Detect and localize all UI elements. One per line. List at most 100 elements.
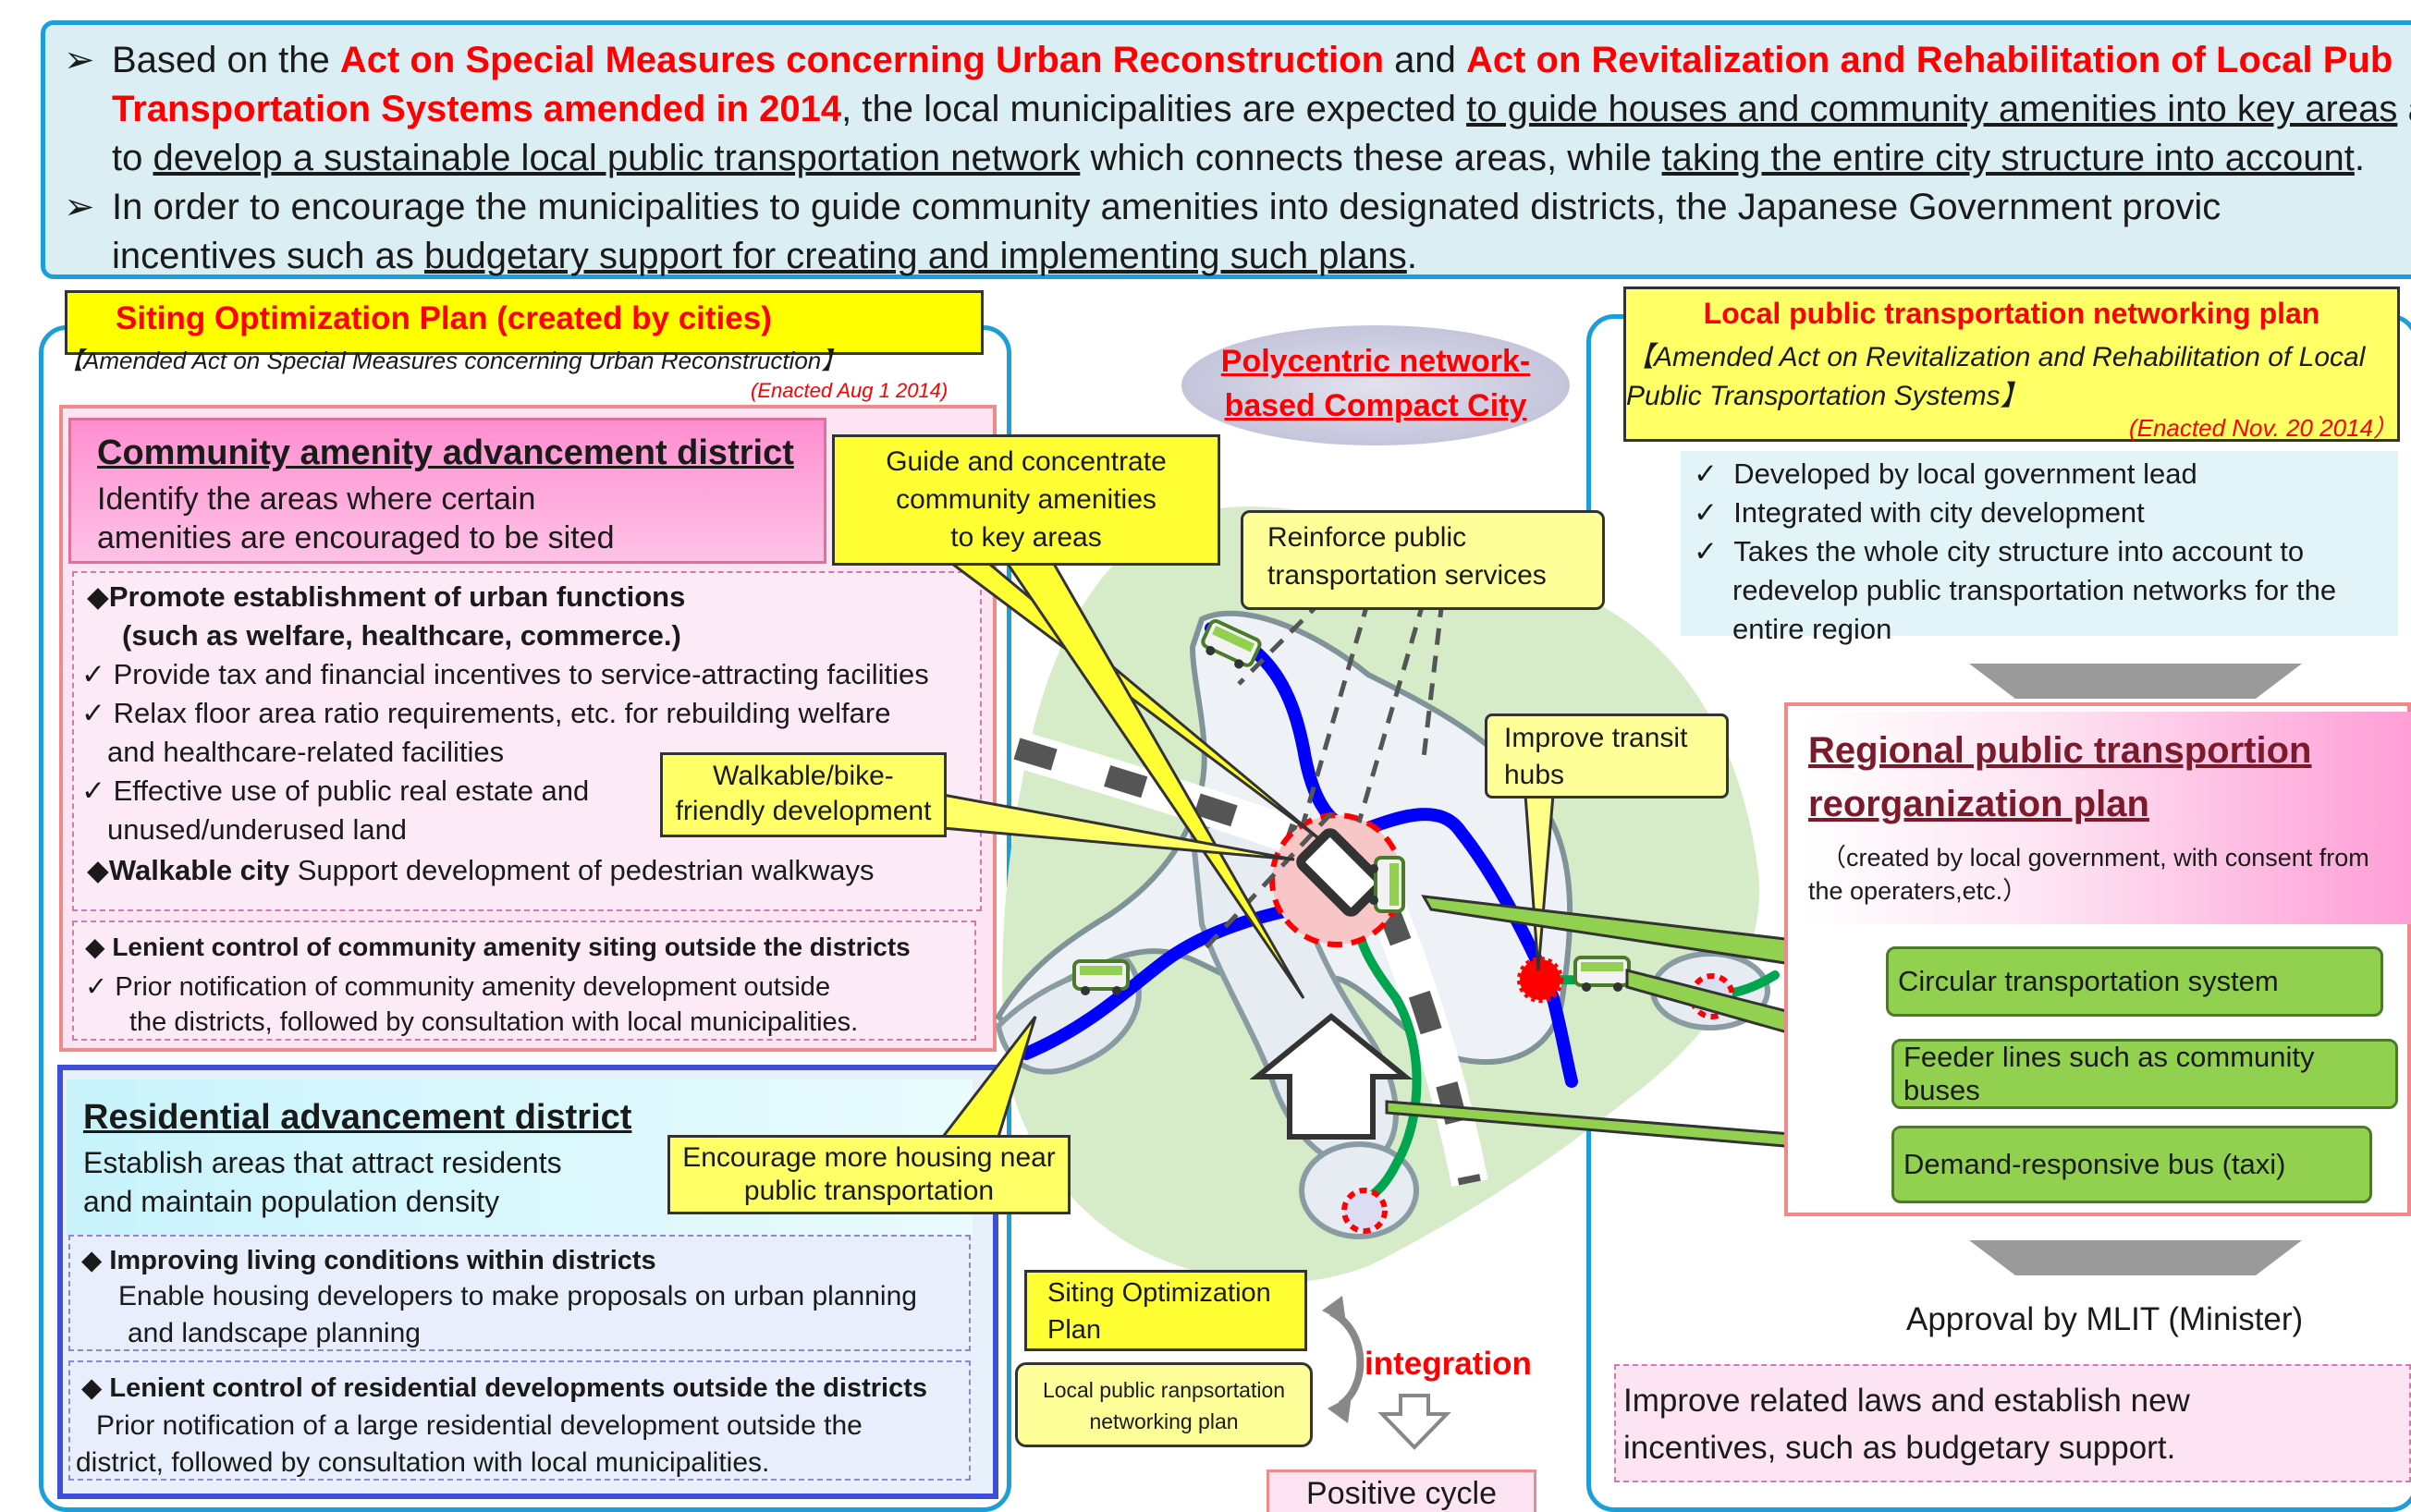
community-amenity-desc-2: amenities are encouraged to be sited: [97, 520, 615, 555]
guide-dashed-arrow: [1200, 811, 1333, 954]
siting-plan-title-box: Siting Optimization Plan (created by cit…: [65, 290, 984, 355]
check-icon: ✓: [1694, 496, 1734, 529]
walkable-callout-line-1: Walkable/bike-: [713, 761, 894, 791]
check-icon: ✓: [1694, 535, 1734, 567]
lenient-residential-line-1: Prior notification of a large residentia…: [96, 1410, 863, 1441]
living-conditions-line-2: and landscape planning: [128, 1318, 421, 1348]
polycentric-line-2: based Compact City: [1224, 388, 1527, 423]
act-name-urban: Act on Special Measures concerning Urban…: [339, 40, 1384, 80]
incentive-item-floor-area: ✓ Relax floor area ratio requirements, e…: [81, 697, 891, 729]
railway-line-lower-dash: [1376, 901, 1481, 1186]
incentive-item-real-estate-cont: unused/underused land: [107, 813, 408, 846]
guide-callout-line-3: to key areas: [950, 522, 1102, 553]
polycentric-line-1: Polycentric network-: [1220, 344, 1531, 379]
transit-hubs-callout: Improve transit hubs: [1485, 713, 1729, 799]
housing-callout-line-2: public transportation: [743, 1176, 995, 1206]
banner-bullet-1: ➢ Based on the Act on Special Measures c…: [64, 36, 2411, 183]
transport-act-line-1: 【Amended Act on Revitalization and Rehab…: [1626, 342, 2366, 372]
chevron-down-arrow-2: [1969, 1240, 2302, 1275]
reinforce-callout-line-2: transportation services: [1267, 560, 1547, 591]
improve-line-1: Improve related laws and establish new: [1623, 1383, 2190, 1419]
bottom-district: [1299, 1141, 1419, 1239]
improve-line-2: incentives, such as budgetary support.: [1623, 1430, 2176, 1466]
banner-underlined: taking the entire city structure into ac…: [1661, 138, 2355, 178]
banner-bullet-2: ➢ In order to encourage the municipaliti…: [64, 183, 2411, 281]
promote-subtitle: (such as welfare, healthcare, commerce.): [122, 619, 681, 652]
residential-desc-2: and maintain population density: [83, 1185, 500, 1218]
living-conditions-box: ◆ Improving living conditions within dis…: [68, 1235, 971, 1351]
living-conditions-title: ◆ Improving living conditions within dis…: [81, 1246, 656, 1275]
positive-cycle-box: Positive cycle: [1267, 1469, 1536, 1512]
reinforce-arrow-2: [1301, 600, 1371, 823]
regional-plan-title-1: Regional public transportion: [1808, 730, 2312, 771]
bus-icon-north: [1201, 618, 1262, 669]
banner-text: .: [2354, 138, 2365, 178]
polycentric-city-badge: Polycentric network- based Compact City: [1181, 325, 1570, 445]
circular-transport-item: Circular transportation system: [1886, 946, 2383, 1017]
local-transport-mini-box: Local public ranpsortation networking pl…: [1015, 1362, 1313, 1447]
walkable-development-callout: Walkable/bike- friendly development: [660, 752, 947, 837]
lenient-amenity-line-2: the districts, followed by consultation …: [129, 1007, 859, 1037]
station-building-icon: [1296, 828, 1385, 917]
incentive-item-floor-area-cont: and healthcare-related facilities: [107, 736, 505, 768]
feature-text-2: Integrated with city development: [1733, 496, 2145, 529]
feature-item-1: ✓ Developed by local government lead: [1694, 455, 2398, 494]
urban-act-reference: 【Amended Act on Special Measures concern…: [59, 347, 846, 374]
reinforce-callout-line-1: Reinforce public: [1267, 522, 1467, 553]
positive-cycle-arrow-icon: [1377, 1394, 1451, 1450]
bus-icon-east: [1573, 956, 1631, 992]
green-feeder-line-south: [1352, 883, 1422, 1206]
banner-text: Based on the: [112, 40, 340, 80]
incentive-item-real-estate: ✓ Effective use of public real estate an…: [81, 774, 590, 807]
promote-functions-box: ◆Promote establishment of urban function…: [72, 571, 982, 911]
reinforce-arrow-3: [1356, 600, 1426, 823]
siting-enacted-date: (Enacted Aug 1 2014): [751, 379, 948, 402]
lenient-amenity-box: ◆ Lenient control of community amenity s…: [72, 921, 976, 1041]
intro-banner: ➢ Based on the Act on Special Measures c…: [41, 20, 2411, 279]
community-amenity-desc-1: Identify the areas where certain: [97, 482, 536, 517]
blue-transit-line-north: [1205, 622, 1578, 1088]
lenient-residential-line-2: district, followed by consultation with …: [76, 1447, 770, 1478]
walkable-callout-line-2: friendly development: [675, 796, 932, 826]
feature-text-1: Developed by local government lead: [1733, 457, 2197, 490]
transit-callout-line-1: Improve transit: [1504, 723, 1688, 753]
arrow-bullet-icon: ➢: [64, 40, 95, 80]
siting-mini-line-1: Siting Optimization: [1047, 1278, 1271, 1308]
residential-desc-1: Establish areas that attract residents: [83, 1146, 562, 1179]
guide-callout-line-2: community amenities: [896, 484, 1157, 515]
transport-plan-features: ✓ Developed by local government lead ✓ I…: [1681, 451, 2398, 645]
lenient-amenity-title: ◆ Lenient control of community amenity s…: [85, 933, 911, 961]
integration-label: integration: [1365, 1346, 1532, 1382]
siting-plan-title: Siting Optimization Plan (created by cit…: [116, 300, 772, 336]
regional-plan-title-2: reorganization plan: [1808, 784, 2149, 824]
transit-hub-starburst-icon: [1517, 957, 1563, 1003]
integration-arrow-icon: [1328, 1309, 1365, 1408]
banner-text: to: [112, 138, 153, 178]
upward-arrow-icon: [1249, 1013, 1414, 1140]
check-icon: ✓: [1694, 457, 1734, 490]
promote-title: ◆Promote establishment of urban function…: [87, 580, 686, 613]
banner-underlined: to guide houses and community amenities …: [1466, 89, 2398, 129]
housing-callout-line-1: Encourage more housing near: [682, 1142, 1056, 1173]
regional-plan-sub-2: the operaters,etc.）: [1808, 877, 2028, 905]
living-conditions-line-1: Enable housing developers to make propos…: [118, 1281, 917, 1311]
regional-plan-sub-1: （created by local government, with conse…: [1821, 844, 2369, 872]
banner-text: incentives such as: [112, 236, 424, 276]
railway-line-upper-dash: [1013, 738, 1298, 847]
banner-underlined: develop a sustainable local public trans…: [153, 138, 1081, 178]
guide-amenities-callout: Guide and concentrate community amenitie…: [832, 434, 1220, 566]
walkable-city-item: ◆Walkable city Support development of pe…: [87, 854, 875, 887]
feature-text-3: Takes the whole city structure into acco…: [1733, 535, 2305, 567]
banner-text: .: [1406, 236, 1417, 276]
siting-mini-line-2: Plan: [1047, 1315, 1102, 1345]
mlit-approval: Approval by MLIT (Minister): [1906, 1301, 2304, 1337]
lenient-residential-title: ◆ Lenient control of residential develop…: [81, 1373, 928, 1403]
transport-plan-title-box: Local public transportation networking p…: [1623, 287, 2400, 442]
reinforce-arrow-1: [1237, 599, 1324, 686]
reinforce-transport-callout: Reinforce public transportation services: [1241, 510, 1605, 610]
banner-text: and: [1384, 40, 1466, 80]
community-amenity-header: Community amenity advancement district I…: [68, 418, 826, 564]
banner-text: a: [2397, 89, 2411, 129]
act-name-transport: Act on Revitalization and Rehabilitation…: [1465, 40, 2393, 80]
